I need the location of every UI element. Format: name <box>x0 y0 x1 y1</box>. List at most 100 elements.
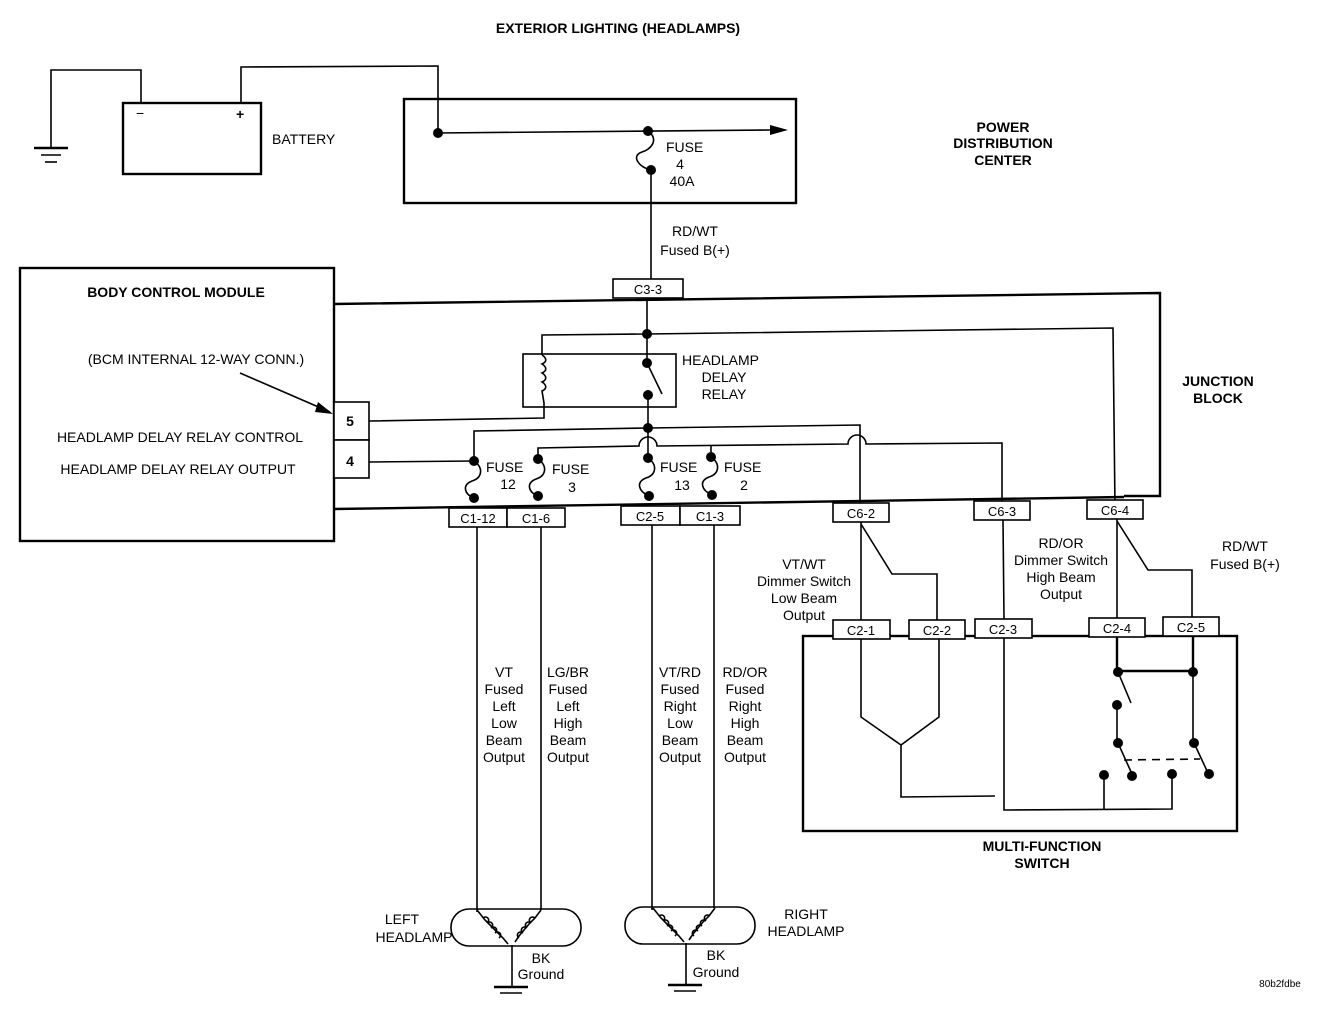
svg-text:RELAY: RELAY <box>702 386 748 402</box>
bcm-pin-4 <box>333 439 370 479</box>
connector-c1-3 <box>679 505 741 526</box>
svg-text:FUSE: FUSE <box>660 459 697 475</box>
connector-c1-6 <box>506 507 566 528</box>
svg-text:High Beam: High Beam <box>1026 569 1095 585</box>
svg-text:2: 2 <box>740 477 748 493</box>
svg-text:HEADLAMP: HEADLAMP <box>767 923 844 939</box>
svg-text:DELAY: DELAY <box>702 369 748 385</box>
connector-c3-3 <box>612 278 684 299</box>
svg-text:Beam: Beam <box>662 732 699 748</box>
svg-text:BLOCK: BLOCK <box>1193 390 1243 406</box>
battery-symbol <box>121 101 263 176</box>
svg-text:RD/WT: RD/WT <box>672 223 718 239</box>
svg-text:LEFT: LEFT <box>385 911 420 927</box>
svg-text:HEADLAMP DELAY RELAY CONTROL: HEADLAMP DELAY RELAY CONTROL <box>57 429 303 445</box>
svg-text:C2-5: C2-5 <box>636 509 664 524</box>
svg-text:POWER: POWER <box>977 119 1030 135</box>
wire-label-left-high: LG/BR Fused Left High Beam Output <box>547 664 589 765</box>
svg-text:MULTI-FUNCTION: MULTI-FUNCTION <box>983 838 1102 854</box>
arrow-icon <box>315 402 333 414</box>
wire-label-right-high: RD/OR Fused Right High Beam Output <box>722 664 767 765</box>
svg-text:Output: Output <box>483 749 525 765</box>
left-headlamp: LEFT HEADLAMP BK Ground <box>375 908 582 994</box>
battery-negative: − <box>136 105 144 121</box>
fuse-4-symbol <box>635 130 655 171</box>
mechanical-link <box>1123 758 1201 761</box>
c6-3-to-c2-3-wire <box>1002 519 1005 620</box>
dimmer-bus <box>537 434 1003 503</box>
svg-text:Fused B(+): Fused B(+) <box>660 242 730 258</box>
svg-text:Low: Low <box>667 715 694 731</box>
svg-text:C2-1: C2-1 <box>847 623 875 638</box>
battery-positive: + <box>236 106 244 122</box>
c6-4-to-c2-5-wire <box>1116 520 1193 617</box>
svg-text:C3-3: C3-3 <box>634 282 662 297</box>
fuse-3: FUSE 3 <box>528 454 589 501</box>
relay-coil <box>368 354 547 422</box>
svg-text:13: 13 <box>674 477 690 493</box>
svg-text:Fused: Fused <box>726 681 765 697</box>
svg-text:RD/OR: RD/OR <box>1038 535 1083 551</box>
svg-text:HEADLAMP: HEADLAMP <box>682 352 759 368</box>
svg-text:12: 12 <box>500 476 516 492</box>
right-headlamp: RIGHT HEADLAMP BK Ground <box>624 906 845 992</box>
svg-text:VT: VT <box>495 664 513 680</box>
svg-text:Right: Right <box>664 698 697 714</box>
bus-arrow-icon <box>770 125 788 135</box>
svg-text:VT/RD: VT/RD <box>659 664 701 680</box>
svg-text:C2-5: C2-5 <box>1177 620 1205 635</box>
svg-text:RD/OR: RD/OR <box>722 664 767 680</box>
svg-text:Beam: Beam <box>727 732 764 748</box>
svg-text:FUSE: FUSE <box>724 459 761 475</box>
connector-c6-3 <box>973 500 1031 521</box>
svg-text:DISTRIBUTION: DISTRIBUTION <box>953 135 1053 151</box>
fused-b-bus <box>541 327 1116 509</box>
svg-text:C6-2: C6-2 <box>847 506 875 521</box>
svg-text:5: 5 <box>346 413 354 429</box>
svg-text:FUSE: FUSE <box>666 139 703 155</box>
svg-text:JUNCTION: JUNCTION <box>1182 373 1254 389</box>
svg-text:Ground: Ground <box>693 964 740 980</box>
svg-text:Low: Low <box>491 715 518 731</box>
connector-c2-2 <box>908 619 966 640</box>
svg-text:RD/WT: RD/WT <box>1222 538 1268 554</box>
svg-text:Fused: Fused <box>661 681 700 697</box>
svg-text:High: High <box>554 715 583 731</box>
battery-label: BATTERY <box>272 131 336 147</box>
svg-text:Output: Output <box>783 607 825 623</box>
svg-text:Output: Output <box>724 749 766 765</box>
figure-id: 80b2fdbe <box>1259 979 1301 990</box>
relay-contact <box>646 362 663 395</box>
fuse-13: FUSE 13 <box>638 453 697 501</box>
svg-text:Low Beam: Low Beam <box>771 590 837 606</box>
wire-label-high-dimmer: RD/OR Dimmer Switch High Beam Output <box>1014 535 1108 602</box>
svg-text:Left: Left <box>492 698 515 714</box>
svg-text:Dimmer Switch: Dimmer Switch <box>1014 552 1108 568</box>
svg-text:C1-12: C1-12 <box>460 511 495 526</box>
svg-text:4: 4 <box>346 453 354 469</box>
body-control-module: BODY CONTROL MODULE (BCM INTERNAL 12-WAY… <box>18 266 370 543</box>
wire-label-left-low: VT Fused Left Low Beam Output <box>483 664 525 765</box>
multi-function-switch: C2-1 C2-2 C2-3 C2-4 C2-5 MULTI-FUNCTION … <box>801 616 1239 871</box>
svg-text:3: 3 <box>568 479 576 495</box>
fuse-12: FUSE 12 <box>464 456 523 503</box>
svg-text:BK: BK <box>707 947 726 963</box>
headlamp-delay-relay <box>522 353 677 408</box>
connector-c6-4 <box>1086 499 1144 520</box>
svg-text:BK: BK <box>532 950 551 966</box>
svg-text:C1-3: C1-3 <box>696 509 724 524</box>
connector-c2-5 <box>1162 616 1220 637</box>
svg-text:CENTER: CENTER <box>974 152 1032 168</box>
svg-text:Fused: Fused <box>549 681 588 697</box>
svg-text:SWITCH: SWITCH <box>1014 855 1069 871</box>
svg-text:Left: Left <box>556 698 579 714</box>
power-distribution-center: FUSE 4 40A POWER DISTRIBUTION CENTER <box>402 97 1053 205</box>
fuse-2: FUSE 2 <box>701 452 761 500</box>
svg-text:VT/WT: VT/WT <box>782 556 826 572</box>
svg-text:Beam: Beam <box>486 732 523 748</box>
wire-label-right-low: VT/RD Fused Right Low Beam Output <box>659 664 701 765</box>
svg-text:C6-3: C6-3 <box>988 504 1016 519</box>
battery-ground-wire <box>50 69 142 148</box>
svg-text:HEADLAMP: HEADLAMP <box>375 929 452 945</box>
